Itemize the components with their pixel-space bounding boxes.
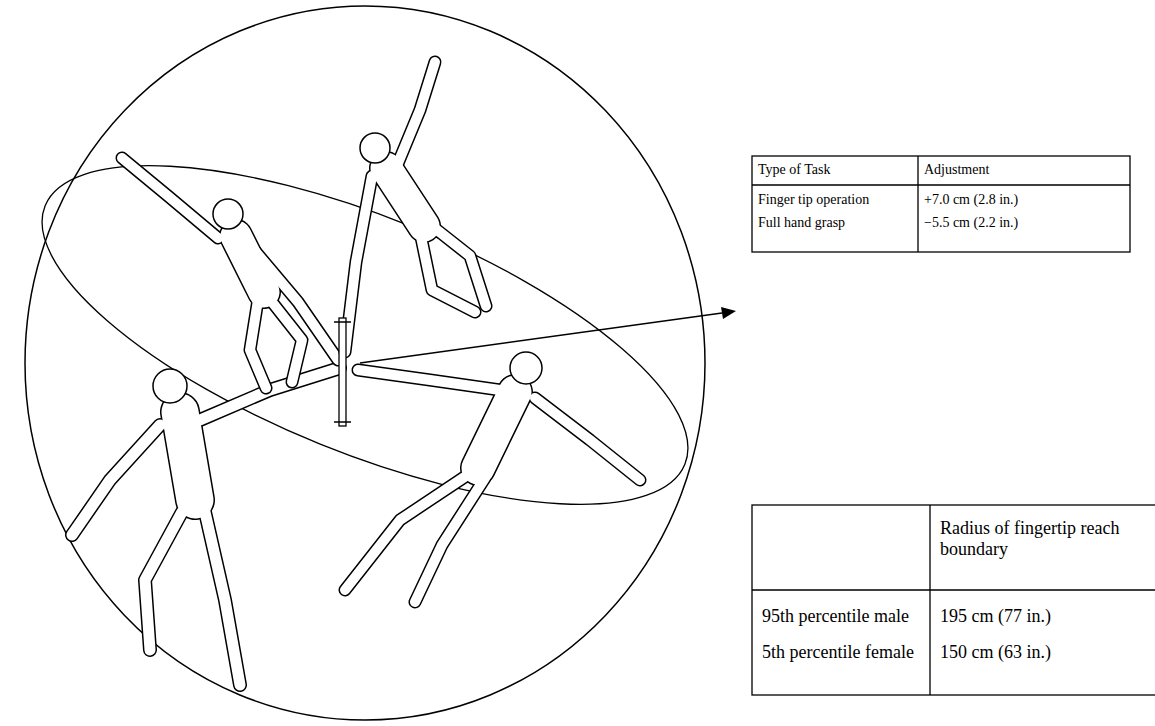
leader-arrow [360, 313, 722, 363]
arrow-head [721, 307, 736, 319]
table-cell: Radius of fingertip reach boundary [940, 518, 1145, 559]
figure-outline [345, 370, 640, 602]
figure-head [153, 369, 187, 403]
handhold-pole [339, 318, 346, 426]
table-cell: +7.0 cm (2.8 in.) [924, 192, 1018, 208]
pole-mount [334, 322, 351, 422]
table-cell: 195 cm (77 in.) [940, 606, 1051, 627]
figure-body [386, 168, 424, 226]
table-rule [752, 156, 1130, 252]
table-cell: 150 cm (63 in.) [940, 642, 1051, 663]
figure-outline [345, 62, 486, 352]
figure-head [510, 352, 542, 384]
table-cell: −5.5 cm (2.2 in.) [924, 215, 1018, 231]
figure-outline [386, 168, 424, 226]
figure-body [478, 392, 515, 468]
table-cell: 5th percentile female [762, 642, 914, 663]
figure-body [72, 368, 340, 685]
reach-ellipse [1, 96, 729, 573]
table-border [752, 156, 1130, 252]
figure-body [345, 62, 486, 352]
figure-outline [478, 392, 515, 468]
table-border [752, 505, 1155, 695]
figure-body [122, 158, 338, 388]
figure-outline [122, 158, 338, 388]
figure-outline [180, 412, 195, 500]
table-cell: Adjustment [924, 162, 989, 178]
table-rule [752, 505, 1155, 695]
table-cell: Full hand grasp [758, 215, 845, 231]
table-cell: Type of Task [758, 162, 830, 178]
figure-head [360, 133, 390, 163]
figure-outline [72, 368, 340, 685]
table-cell: Finger tip operation [758, 192, 869, 208]
figure-head [213, 199, 243, 229]
figure-body [345, 370, 640, 602]
figure-body [180, 412, 195, 500]
table-cell: 95th percentile male [762, 606, 909, 627]
